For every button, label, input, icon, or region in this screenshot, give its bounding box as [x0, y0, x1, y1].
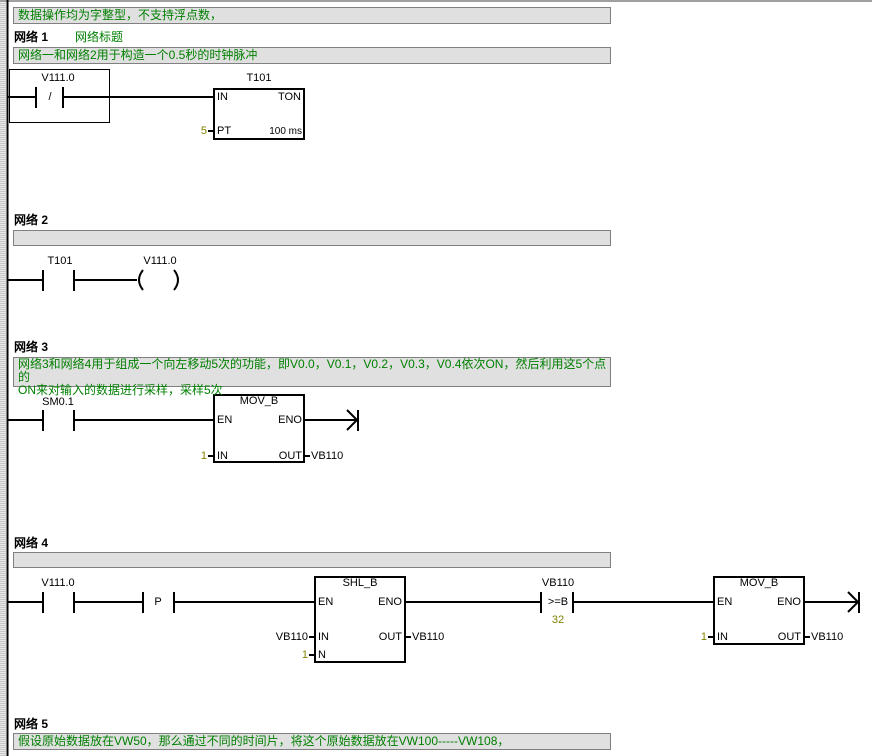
- program-comment[interactable]: 数据操作均为字整型，不支持浮点数，: [13, 7, 611, 24]
- box-name: MOV_B: [239, 395, 279, 407]
- coil-address[interactable]: V111.0: [143, 255, 177, 267]
- in-value[interactable]: VB110: [275, 631, 308, 643]
- contact-address[interactable]: V111.0: [41, 577, 75, 589]
- eno-label: ENO: [278, 414, 302, 426]
- network-3-title: 网络 3: [14, 340, 49, 354]
- timer-base: 100 ms: [269, 126, 302, 137]
- network-1-comment[interactable]: 网络一和网络2用于构造一个0.5秒的时钟脉冲: [13, 47, 611, 64]
- en-label: EN: [318, 596, 334, 608]
- in-label: IN: [217, 450, 228, 462]
- out-value[interactable]: VB110: [311, 450, 344, 462]
- in-label: IN: [318, 631, 329, 643]
- timer-pt-label: PT: [217, 125, 232, 137]
- out-label: OUT: [777, 631, 801, 643]
- in-value[interactable]: 1: [200, 450, 207, 462]
- net3-wires: [8, 394, 359, 463]
- network-2-comment[interactable]: [13, 230, 611, 246]
- out-label: OUT: [278, 450, 302, 462]
- contact-address[interactable]: V111.0: [41, 72, 75, 84]
- eno-label: ENO: [777, 596, 801, 608]
- comment-line: 网络3和网络4用于组成一个向左移动5次的功能，即V0.0，V0.1，V0.2，V…: [18, 357, 607, 384]
- negated-contact-symbol: /: [48, 91, 52, 103]
- top-border: [0, 0, 872, 2]
- net2-wires: [8, 269, 179, 291]
- timer-in-label: IN: [217, 91, 228, 103]
- network-2-title: 网络 2: [14, 213, 49, 227]
- contact-address[interactable]: T101: [47, 255, 73, 267]
- en-label: EN: [217, 414, 233, 426]
- timer-type: TON: [277, 91, 301, 103]
- n-value[interactable]: 1: [301, 649, 308, 661]
- timer-pt-value[interactable]: 5: [200, 125, 207, 137]
- network-4-comment[interactable]: [13, 552, 611, 568]
- eno-label: ENO: [378, 596, 402, 608]
- timer-name[interactable]: T101: [246, 72, 272, 84]
- mov-name: MOV_B: [739, 577, 779, 589]
- network-1-subtitle[interactable]: 网络标题: [75, 30, 124, 44]
- in-value[interactable]: 1: [700, 631, 707, 643]
- contact-address[interactable]: SM0.1: [42, 396, 74, 408]
- shl-name: SHL_B: [342, 577, 378, 589]
- out-value[interactable]: VB110: [811, 631, 844, 643]
- pulse-symbol: P: [154, 596, 162, 608]
- net1-wires: [8, 87, 305, 140]
- network-5-title: 网络 5: [14, 717, 49, 731]
- compare-value[interactable]: 32: [551, 614, 565, 626]
- network-4-title: 网络 4: [14, 536, 49, 550]
- network-1-title: 网络 1: [14, 30, 49, 44]
- n-label: N: [318, 649, 326, 661]
- compare-operator: >=B: [547, 596, 569, 608]
- comment-line: ON来对输入的数据进行采样，采样5次: [18, 383, 223, 397]
- out-label: OUT: [378, 631, 402, 643]
- network-3-comment[interactable]: 网络3和网络4用于组成一个向左移动5次的功能，即V0.0，V0.1，V0.2，V…: [13, 357, 611, 397]
- network-5-comment[interactable]: 假设原始数据放在VW50，那么通过不同的时间片，将这个原始数据放在VW100--…: [13, 733, 611, 750]
- compare-address[interactable]: VB110: [541, 577, 575, 589]
- net4-wires: [8, 576, 860, 663]
- en-label: EN: [717, 596, 733, 608]
- left-margin-strip: [0, 0, 6, 756]
- in-label: IN: [717, 631, 728, 643]
- out-value[interactable]: VB110: [412, 631, 445, 643]
